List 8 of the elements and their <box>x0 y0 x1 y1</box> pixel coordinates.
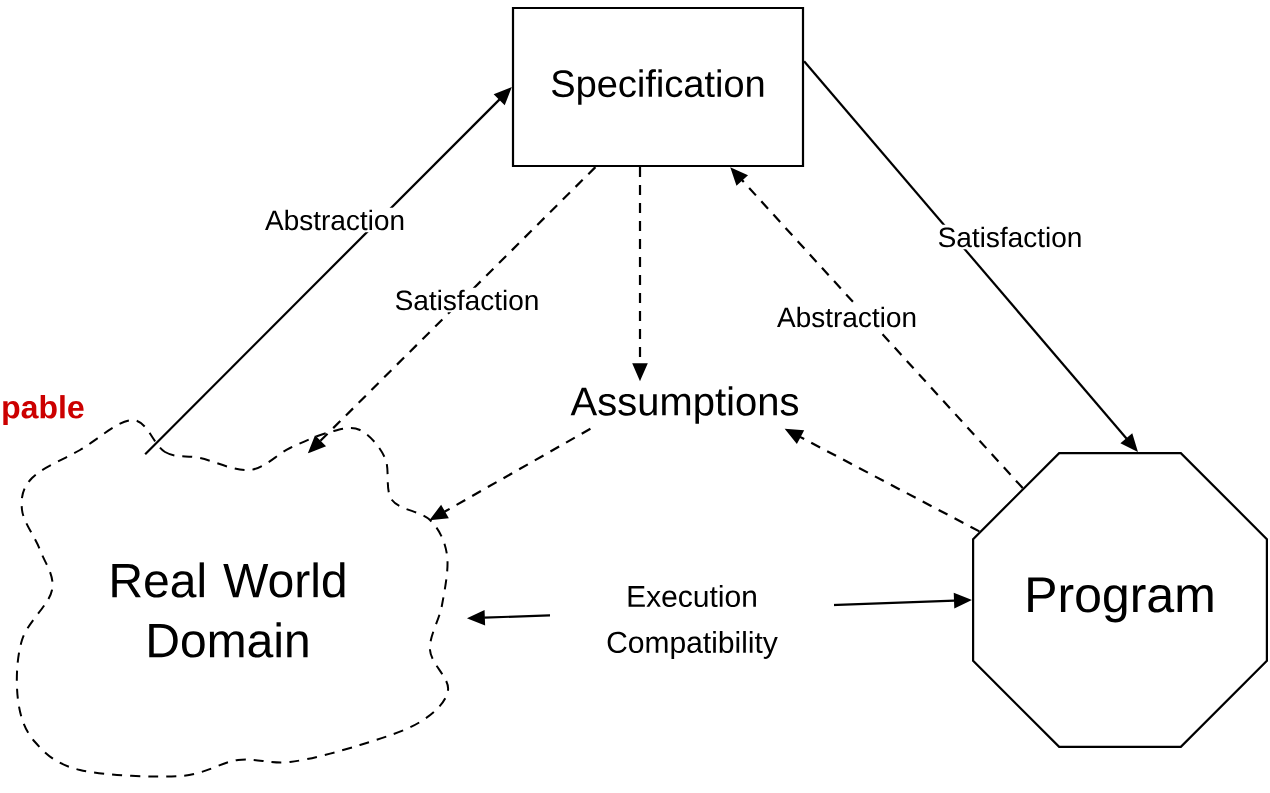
edge-label: Abstraction <box>263 207 408 233</box>
specification-box: Specification <box>511 6 805 168</box>
program-octagon: Program <box>972 452 1268 748</box>
edge-label: Satisfaction <box>935 224 1085 250</box>
edge-label: Abstraction <box>774 304 920 330</box>
assumptions-label: Assumptions <box>570 386 798 424</box>
edge-label: Satisfaction <box>392 287 542 313</box>
edge-label: Execution Compatibility <box>550 583 834 661</box>
